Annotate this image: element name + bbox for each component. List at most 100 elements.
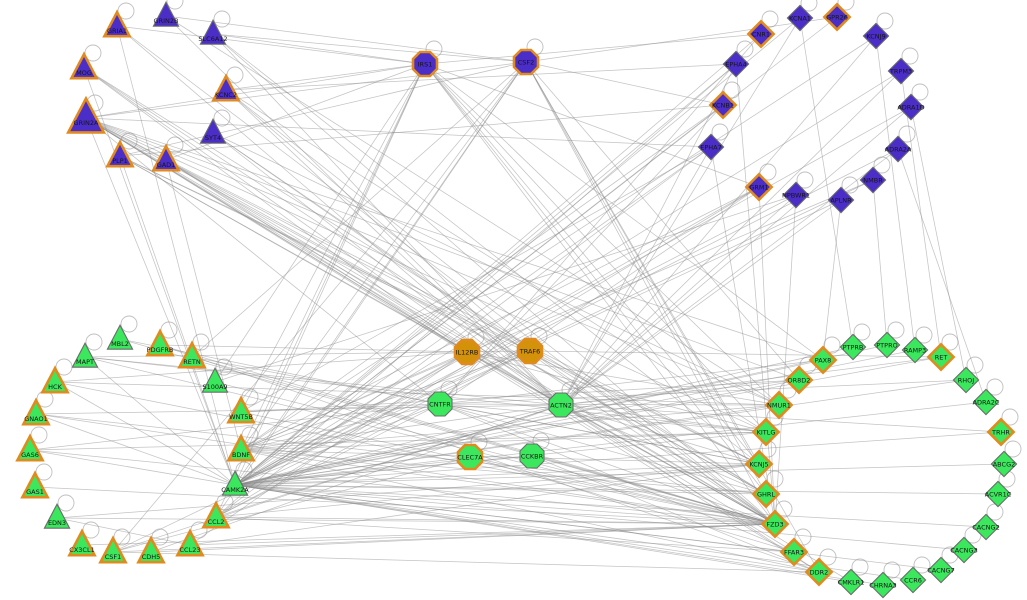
node-pax8[interactable]: PAX8 bbox=[808, 345, 838, 375]
node-csf2[interactable]: CSF2 bbox=[512, 48, 540, 76]
edge-o6-fzd3 bbox=[560, 404, 776, 525]
self-loop-ccr6 bbox=[913, 556, 931, 574]
node-rhoj[interactable]: RHOJ bbox=[952, 366, 980, 394]
triangle-shape bbox=[69, 51, 99, 80]
edge-o2-fzd3 bbox=[525, 61, 776, 525]
self-loop-ramp3 bbox=[915, 326, 933, 344]
node-mapt[interactable]: MAPT bbox=[71, 342, 99, 368]
edge-t2-o2 bbox=[165, 15, 527, 63]
edge-layer bbox=[29, 15, 1005, 586]
node-cntfr[interactable]: CNTFR bbox=[427, 391, 453, 417]
node-gad1[interactable]: GAD1 bbox=[151, 143, 181, 172]
edge-camk2a-acvr1c bbox=[234, 484, 999, 495]
self-loop-rhoj bbox=[966, 356, 984, 374]
edge-d11-bdnf bbox=[240, 186, 760, 451]
triangle-shape bbox=[102, 9, 132, 38]
edge-hck-camk2a bbox=[54, 381, 236, 486]
edge-t5-fzd3 bbox=[225, 89, 776, 525]
diamond-shape bbox=[746, 19, 776, 49]
node-cacng3[interactable]: CACNG3 bbox=[950, 536, 978, 564]
edge-o2-or8d2 bbox=[525, 61, 800, 381]
edge-t6-nmur1 bbox=[85, 117, 780, 406]
node-il12rb[interactable]: IL12RB bbox=[453, 338, 481, 366]
node-fzd3[interactable]: FZD3 bbox=[760, 509, 790, 539]
node-syt4[interactable]: SYT4 bbox=[199, 118, 227, 144]
node-irs1[interactable]: IRS1 bbox=[411, 50, 439, 78]
edge-edn3-kcnj5 bbox=[56, 463, 760, 519]
edge-d12-camk2a bbox=[234, 194, 797, 486]
node-kcnj5[interactable]: KCNJ5 bbox=[744, 449, 774, 479]
self-loop-ffar3 bbox=[794, 528, 812, 546]
node-slc6a12[interactable]: SLC6A12 bbox=[198, 19, 228, 45]
node-cmklr1[interactable]: CMKLR1 bbox=[837, 568, 865, 596]
node-adra2c[interactable]: ADRA2C bbox=[972, 388, 1000, 416]
node-cacng7[interactable]: CACNG7 bbox=[927, 556, 955, 584]
node-kcnj9[interactable]: KCNJ9 bbox=[862, 22, 890, 50]
triangle-shape bbox=[43, 503, 71, 529]
diamond-shape bbox=[873, 331, 901, 359]
node-actn2[interactable]: ACTN2 bbox=[548, 392, 574, 418]
node-traf6[interactable]: TRAF6 bbox=[516, 337, 544, 365]
node-kitlg[interactable]: KITLG bbox=[751, 417, 781, 447]
edge-d2-o2 bbox=[525, 16, 838, 63]
self-loop-cdh5 bbox=[151, 528, 169, 546]
node-grm1[interactable]: GRM1 bbox=[744, 172, 774, 202]
edge-t7-fzd3 bbox=[212, 132, 776, 525]
edge-gas6-camk2a bbox=[29, 449, 236, 486]
edge-o3-camk2a bbox=[234, 351, 468, 486]
node-ghrl[interactable]: GHRL bbox=[751, 479, 781, 509]
node-cx3cl1[interactable]: CX3CL1 bbox=[67, 528, 97, 557]
node-ccr6[interactable]: CCR6 bbox=[899, 566, 927, 594]
node-gria1[interactable]: GRIA1 bbox=[102, 9, 132, 38]
triangle-shape bbox=[152, 1, 180, 27]
triangle-shape bbox=[226, 395, 256, 424]
node-pdgfrb[interactable]: PDGFRB bbox=[145, 328, 175, 357]
node-mbl2[interactable]: MBL2 bbox=[106, 324, 134, 350]
node-gas6[interactable]: GAS6 bbox=[15, 433, 45, 462]
node-mog[interactable]: MOG bbox=[69, 51, 99, 80]
node-grin2b[interactable]: GRIN2B bbox=[152, 1, 180, 27]
edge-t4-camk2a bbox=[83, 67, 236, 486]
node-kcnc2[interactable]: KCNC2 bbox=[211, 73, 241, 102]
edge-t9-bdnf bbox=[165, 159, 242, 451]
node-clec7a[interactable]: CLEC7A bbox=[456, 443, 484, 471]
triangle-shape bbox=[199, 118, 227, 144]
node-gnao1[interactable]: GNAO1 bbox=[21, 397, 51, 426]
edge-ccl2-kcnj5 bbox=[215, 463, 760, 518]
node-gas1[interactable]: GAS1 bbox=[20, 470, 50, 499]
diamond-shape bbox=[897, 93, 925, 121]
diamond-shape bbox=[972, 388, 1000, 416]
diamond-shape bbox=[827, 186, 855, 214]
node-trhr[interactable]: TRHR bbox=[986, 417, 1016, 447]
node-edn3[interactable]: EDN3 bbox=[43, 503, 71, 529]
node-cckbr[interactable]: CCKBR bbox=[519, 443, 545, 469]
edge-d4-o1 bbox=[424, 33, 762, 65]
edge-o6-or8d2 bbox=[560, 379, 800, 406]
diamond-shape bbox=[784, 365, 814, 395]
node-abcg2[interactable]: ABCG2 bbox=[990, 450, 1018, 478]
node-hck[interactable]: HCK bbox=[40, 365, 70, 394]
self-loop-cmklr1 bbox=[851, 558, 869, 576]
self-loop-d8 bbox=[911, 83, 929, 101]
node-ddr2[interactable]: DDR2 bbox=[804, 557, 834, 587]
node-kcna1[interactable]: KCNA1 bbox=[786, 4, 814, 32]
node-gpr26[interactable]: GPR26 bbox=[822, 2, 852, 32]
node-grin2a[interactable]: GRIN2A bbox=[66, 95, 106, 134]
node-ret[interactable]: RET bbox=[926, 342, 956, 372]
triangle-shape bbox=[201, 500, 231, 529]
node-chrna3[interactable]: CHRNA3 bbox=[869, 571, 897, 599]
self-loop-ptprb bbox=[853, 323, 871, 341]
node-cacng2[interactable]: CACNG2 bbox=[972, 513, 1000, 541]
edge-o1-kitlg bbox=[424, 63, 767, 433]
node-acvr1c[interactable]: ACVR1C bbox=[984, 480, 1012, 508]
node-adra1d[interactable]: ADRA1D bbox=[897, 93, 925, 121]
triangle-shape bbox=[175, 528, 205, 557]
self-loop-ptpro bbox=[887, 321, 905, 339]
diamond-shape bbox=[744, 449, 774, 479]
diamond-shape bbox=[751, 479, 781, 509]
edge-o1-ghrl bbox=[424, 63, 767, 495]
node-nmbr[interactable]: NMBR bbox=[859, 166, 887, 194]
triangle-shape bbox=[145, 328, 175, 357]
